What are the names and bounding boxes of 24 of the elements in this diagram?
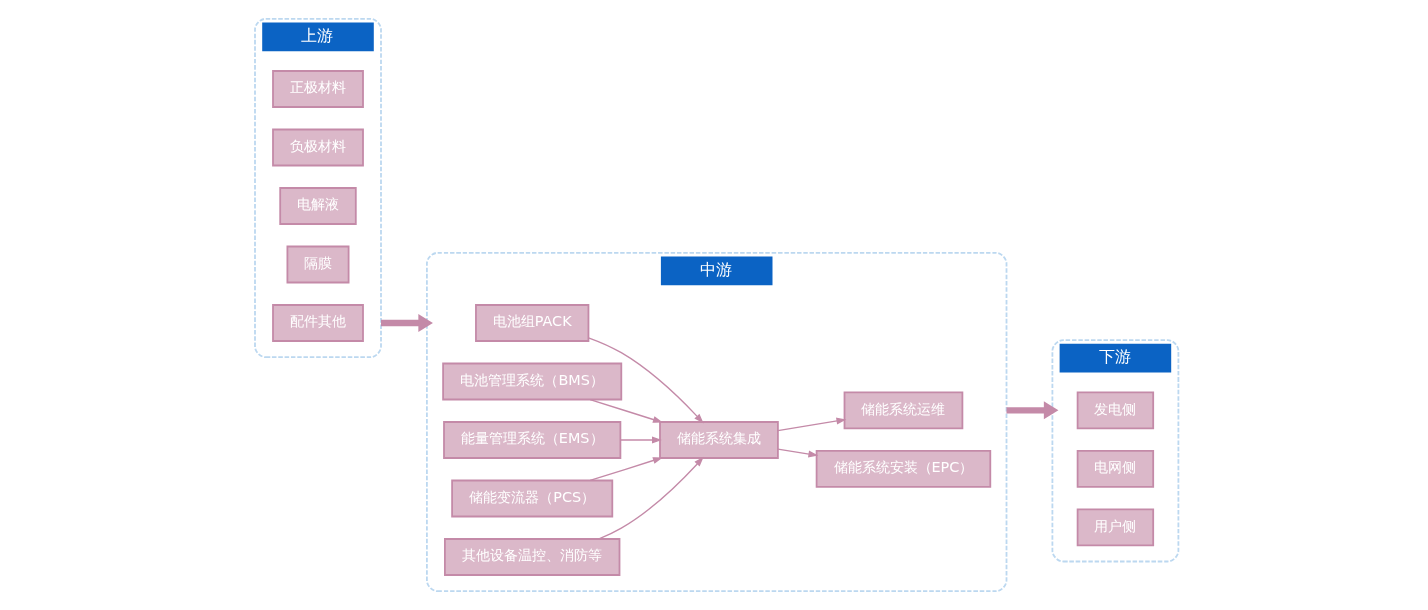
arrow (777, 448, 819, 458)
arrow (619, 436, 662, 444)
node-box: 电池管理系统（BMS） (442, 362, 623, 401)
node-box: 正极材料 (272, 70, 364, 108)
arrow (1006, 401, 1059, 420)
node-box: 隔膜 (286, 245, 350, 284)
node-box: 其他设备温控、消防等 (444, 538, 621, 576)
node-box: 用户侧 (1076, 508, 1155, 547)
arrow (589, 398, 663, 423)
arrow (587, 337, 704, 424)
node-box: 储能变流器（PCS） (451, 479, 614, 518)
node-box: 负极材料 (272, 128, 364, 167)
node-box: 储能系统安装（EPC） (815, 449, 992, 488)
arrow (598, 456, 704, 540)
node-box: 储能系统运维 (843, 391, 964, 430)
arrow (777, 417, 847, 432)
node-box: 能量管理系统（EMS） (443, 421, 622, 459)
node-box: 发电侧 (1076, 391, 1155, 430)
node-box: 电解液 (279, 187, 357, 225)
node-box: 储能系统集成 (659, 421, 779, 459)
node-box: 电池组PACK (475, 304, 590, 342)
arrow (589, 457, 663, 482)
node-box: 电网侧 (1076, 449, 1155, 488)
node-box: 配件其他 (272, 304, 364, 342)
